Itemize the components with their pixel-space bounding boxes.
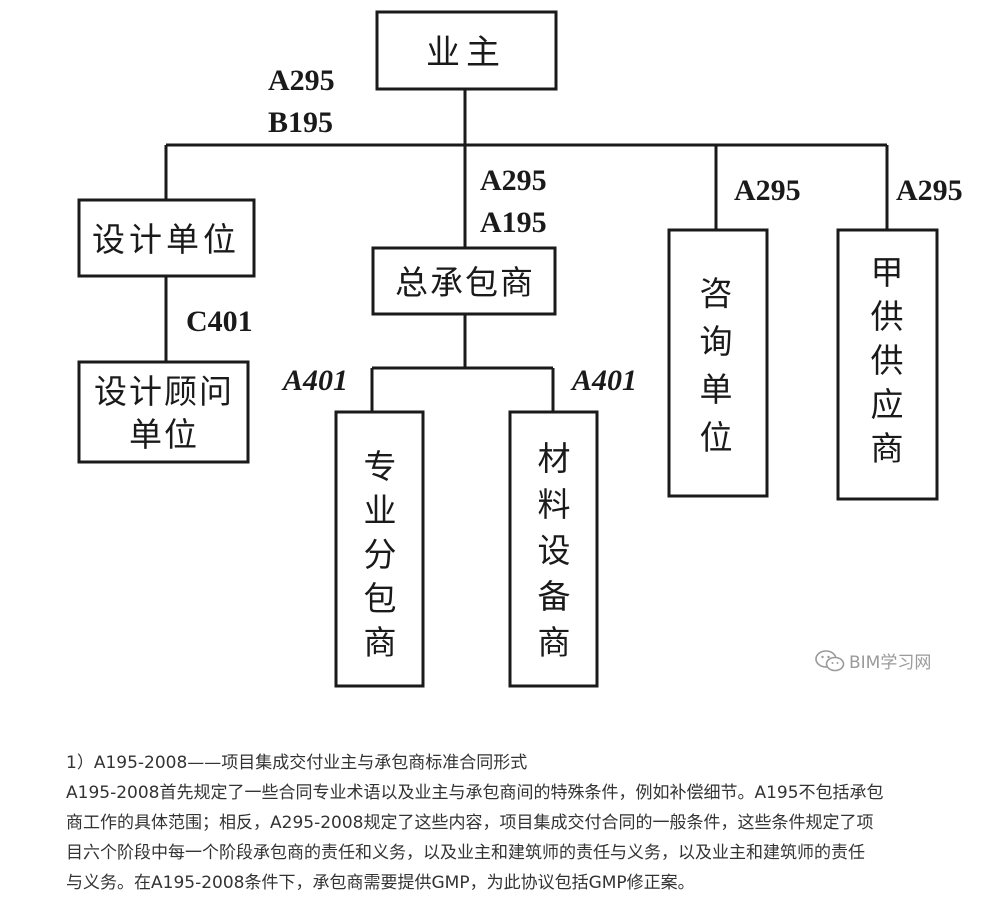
box-subcontractor — [334, 410, 425, 688]
material-supplier-label: 材 料 设 备 商 — [538, 439, 571, 662]
watermark-text: BIM学习网 — [849, 653, 932, 673]
subcontractor-char-4: 商 — [364, 623, 397, 662]
owner-supplier-char-1: 供 — [871, 297, 904, 336]
caption-line-1: A195-2008首先规定了一些合同专业术语以及业主与承包商间的特殊条件，例如补… — [66, 783, 884, 803]
material-supplier-char-0: 材 — [538, 439, 571, 478]
code-owner-consultant: A295 — [734, 174, 801, 207]
box-material-supplier — [508, 410, 599, 688]
code-owner-gc-2: A195 — [480, 206, 547, 239]
caption-heading: 1）A195-2008——项目集成交付业主与承包商标准合同形式 — [66, 753, 528, 773]
box-designer — [77, 198, 256, 278]
code-owner-designer-1: A295 — [268, 64, 335, 97]
code-gc-material: A401 — [570, 364, 637, 397]
owner-supplier-char-4: 商 — [871, 429, 904, 468]
design-consultant-label-2: 单位 — [129, 415, 199, 454]
box-design-consultant — [77, 360, 250, 464]
subcontractor-label: 专 业 分 包 商 — [364, 447, 397, 662]
subcontractor-char-0: 专 — [364, 447, 397, 486]
contract-diagram: 业主 设计单位 设计顾问 单位 总承包商 咨 询 单 位 甲 供 供 应 商 专… — [77, 10, 963, 688]
caption-line-3: 目六个阶段中每一个阶段承包商的责任和义务，以及业主和建筑师的责任与义务，以及业主… — [66, 843, 865, 863]
code-designer-consultant: C401 — [186, 305, 253, 338]
caption-line-4: 与义务。在A195-2008条件下，承包商需要提供GMP，为此协议包括GMP修正… — [66, 873, 695, 893]
box-owner — [375, 10, 558, 91]
material-supplier-char-4: 商 — [538, 623, 571, 662]
material-supplier-char-2: 设 — [538, 531, 571, 570]
general-contractor-label: 总承包商 — [395, 263, 535, 302]
subcontractor-char-3: 包 — [364, 579, 397, 618]
consultant-char-3: 位 — [700, 418, 733, 457]
consultant-char-1: 询 — [700, 322, 733, 361]
code-owner-gc-1: A295 — [480, 164, 547, 197]
designer-label: 设计单位 — [92, 220, 240, 259]
boxes — [77, 10, 939, 688]
owner-supplier-char-0: 甲 — [871, 253, 904, 292]
owner-supplier-char-2: 供 — [871, 341, 904, 380]
material-supplier-char-1: 料 — [538, 485, 571, 524]
caption-line-2: 商工作的具体范围；相反，A295-2008规定了这些内容，项目集成交付合同的一般… — [66, 813, 874, 833]
owner-supplier-char-3: 应 — [871, 385, 904, 424]
owner-label: 业主 — [426, 33, 506, 73]
code-owner-supplier: A295 — [896, 174, 963, 207]
box-consultant — [667, 228, 769, 498]
box-owner-supplier — [836, 228, 939, 501]
caption: 1）A195-2008——项目集成交付业主与承包商标准合同形式 A195-200… — [66, 748, 966, 898]
code-gc-sub: A401 — [281, 364, 348, 397]
subcontractor-char-1: 业 — [364, 491, 397, 530]
consultant-char-2: 单 — [700, 370, 733, 409]
design-consultant-label-1: 设计顾问 — [94, 372, 234, 411]
wechat-icon — [815, 649, 845, 671]
watermark: BIM学习网 — [815, 648, 931, 673]
box-general-contractor — [371, 246, 557, 316]
material-supplier-char-3: 备 — [538, 577, 571, 616]
subcontractor-char-2: 分 — [364, 535, 397, 574]
owner-supplier-label: 甲 供 供 应 商 — [871, 253, 904, 468]
code-owner-designer-2: B195 — [268, 106, 333, 139]
consultant-label: 咨 询 单 位 — [700, 274, 733, 457]
connector-lines — [164, 88, 889, 412]
consultant-char-0: 咨 — [700, 274, 733, 313]
